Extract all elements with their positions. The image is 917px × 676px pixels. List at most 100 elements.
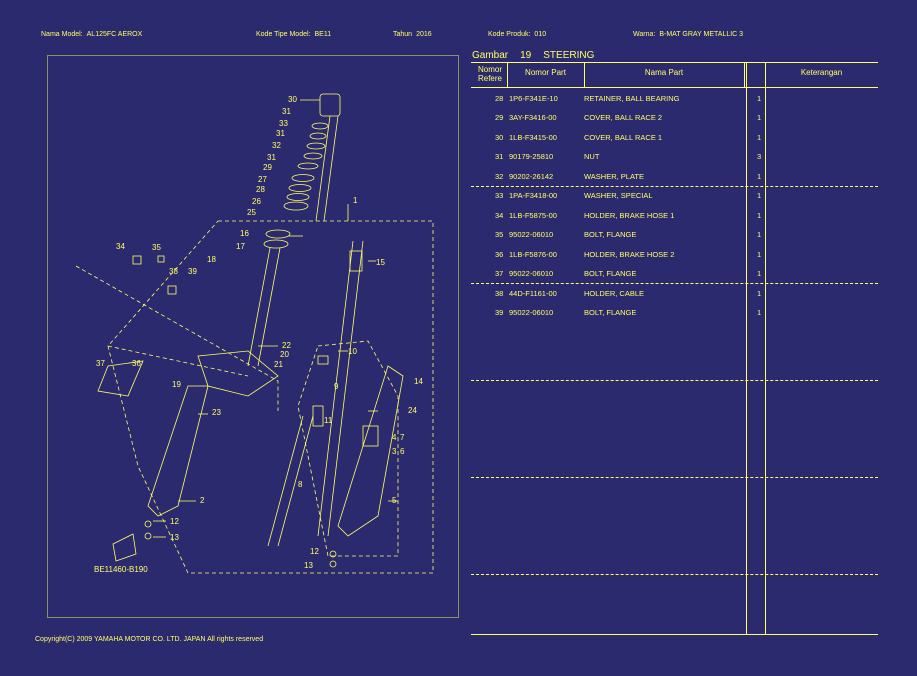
steering-diagram-svg	[75, 93, 434, 574]
cell-part-no: 90179-25810	[509, 152, 554, 161]
cell-qty: 1	[757, 308, 762, 317]
column-header-part-name: Nama Part	[644, 68, 684, 77]
group-separator	[471, 380, 878, 381]
cell-ref: 33	[495, 191, 504, 200]
column-header-note: Keterangan	[800, 68, 843, 77]
group-separator	[471, 186, 878, 187]
year-value: 2016	[416, 31, 432, 38]
table-header-border	[471, 87, 878, 88]
cell-ref: 28	[495, 94, 504, 103]
cell-part-name: WASHER, SPECIAL	[584, 191, 653, 200]
column-divider	[746, 62, 747, 635]
table-row[interactable]: 36 1LB-F5876-00 HOLDER, BRAKE HOSE 2 1	[471, 248, 878, 262]
cell-ref: 39	[495, 308, 504, 317]
cell-qty: 3	[757, 152, 762, 161]
column-divider	[507, 62, 508, 88]
section-number: 19	[520, 50, 532, 61]
cell-part-name: BOLT, FLANGE	[584, 230, 637, 239]
cell-part-no: 1P6-F341E-10	[509, 94, 558, 103]
cell-part-no: 95022-06010	[509, 230, 554, 239]
column-header-part-no: Nomor Part	[525, 68, 566, 77]
cell-part-name: BOLT, FLANGE	[584, 269, 637, 278]
parts-table: Nomor Refere Nomor Part Nama Part Ketera…	[471, 62, 878, 635]
cell-ref: 35	[495, 230, 504, 239]
group-separator	[471, 283, 878, 284]
group-separator	[471, 574, 878, 575]
table-row[interactable]: 28 1P6-F341E-10 RETAINER, BALL BEARING 1	[471, 92, 878, 106]
table-row[interactable]: 32 90202-26142 WASHER, PLATE 1	[471, 170, 878, 184]
table-row[interactable]: 34 1LB-F5875-00 HOLDER, BRAKE HOSE 1 1	[471, 209, 878, 223]
type-info: Kode Tipe Model:BE11	[256, 31, 335, 38]
exploded-diagram: 30 31 33 31 32 31 29 27 28 26 25 1 16 17…	[47, 55, 459, 618]
cell-part-no: 44D-F1161-00	[509, 289, 557, 298]
cell-part-name: COVER, BALL RACE 1	[584, 133, 663, 142]
cell-qty: 1	[757, 94, 762, 103]
section-title: Gambar 19 STEERING	[472, 50, 606, 61]
table-bottom-border	[471, 634, 878, 635]
model-label: Nama Model:	[41, 31, 83, 38]
color-value: B-MAT GRAY METALLIC 3	[659, 31, 744, 38]
column-divider	[765, 62, 766, 635]
table-row[interactable]: 29 3AY-F3416-00 COVER, BALL RACE 2 1	[471, 111, 878, 125]
model-info: Nama Model:AL125FC AEROX	[41, 31, 146, 38]
cell-qty: 1	[757, 191, 762, 200]
model-value: AL125FC AEROX	[86, 31, 143, 38]
cell-part-name: HOLDER, BRAKE HOSE 2	[584, 250, 675, 259]
cell-ref: 36	[495, 250, 504, 259]
cell-part-name: COVER, BALL RACE 2	[584, 113, 663, 122]
cell-ref: 31	[495, 152, 504, 161]
cell-ref: 34	[495, 211, 504, 220]
year-label: Tahun	[393, 31, 413, 38]
color-info: Warna:B-MAT GRAY METALLIC 3	[633, 31, 747, 38]
cell-part-no: 1PA-F3418-00	[509, 191, 558, 200]
cell-part-name: RETAINER, BALL BEARING	[584, 94, 680, 103]
type-label: Kode Tipe Model:	[256, 31, 311, 38]
table-row[interactable]: 35 95022-06010 BOLT, FLANGE 1	[471, 228, 878, 242]
cell-ref: 29	[495, 113, 504, 122]
cell-part-no: 1LB-F5876-00	[509, 250, 557, 259]
copyright: Copyright(C) 2009 YAMAHA MOTOR CO. LTD. …	[35, 636, 264, 643]
cell-part-no: 90202-26142	[509, 172, 554, 181]
column-divider	[744, 62, 745, 88]
table-row[interactable]: 37 95022-06010 BOLT, FLANGE 1	[471, 267, 878, 281]
cell-ref: 32	[495, 172, 504, 181]
table-row[interactable]: 31 90179-25810 NUT 3	[471, 150, 878, 164]
column-divider	[584, 62, 585, 88]
product-value: 010	[534, 31, 547, 38]
cell-qty: 1	[757, 133, 762, 142]
cell-qty: 1	[757, 250, 762, 259]
table-row[interactable]: 30 1LB-F3415-00 COVER, BALL RACE 1 1	[471, 131, 878, 145]
cell-part-name: WASHER, PLATE	[584, 172, 645, 181]
column-header-ref: Nomor Refere	[477, 65, 502, 83]
cell-qty: 1	[757, 113, 762, 122]
table-row[interactable]: 39 95022-06010 BOLT, FLANGE 1	[471, 306, 878, 320]
cell-part-no: 95022-06010	[509, 308, 554, 317]
table-row[interactable]: 33 1PA-F3418-00 WASHER, SPECIAL 1	[471, 189, 878, 203]
product-info: Kode Produk:010	[488, 31, 550, 38]
color-label: Warna:	[633, 31, 656, 38]
cell-ref: 30	[495, 133, 504, 142]
cell-part-name: NUT	[584, 152, 600, 161]
cell-part-name: BOLT, FLANGE	[584, 308, 637, 317]
cell-part-no: 95022-06010	[509, 269, 554, 278]
product-label: Kode Produk:	[488, 31, 531, 38]
section-label: Gambar	[472, 50, 509, 61]
section-name: STEERING	[543, 50, 595, 61]
cell-qty: 1	[757, 230, 762, 239]
cell-qty: 1	[757, 289, 762, 298]
cell-qty: 1	[757, 269, 762, 278]
cell-part-no: 3AY-F3416-00	[509, 113, 557, 122]
type-value: BE11	[314, 31, 332, 38]
cell-part-no: 1LB-F3415-00	[509, 133, 557, 142]
cell-ref: 37	[495, 269, 504, 278]
cell-ref: 38	[495, 289, 504, 298]
cell-part-name: HOLDER, BRAKE HOSE 1	[584, 211, 675, 220]
cell-part-name: HOLDER, CABLE	[584, 289, 645, 298]
table-top-border	[471, 62, 878, 63]
cell-part-no: 1LB-F5875-00	[509, 211, 557, 220]
cell-qty: 1	[757, 211, 762, 220]
table-row[interactable]: 38 44D-F1161-00 HOLDER, CABLE 1	[471, 287, 878, 301]
group-separator	[471, 477, 878, 478]
cell-qty: 1	[757, 172, 762, 181]
